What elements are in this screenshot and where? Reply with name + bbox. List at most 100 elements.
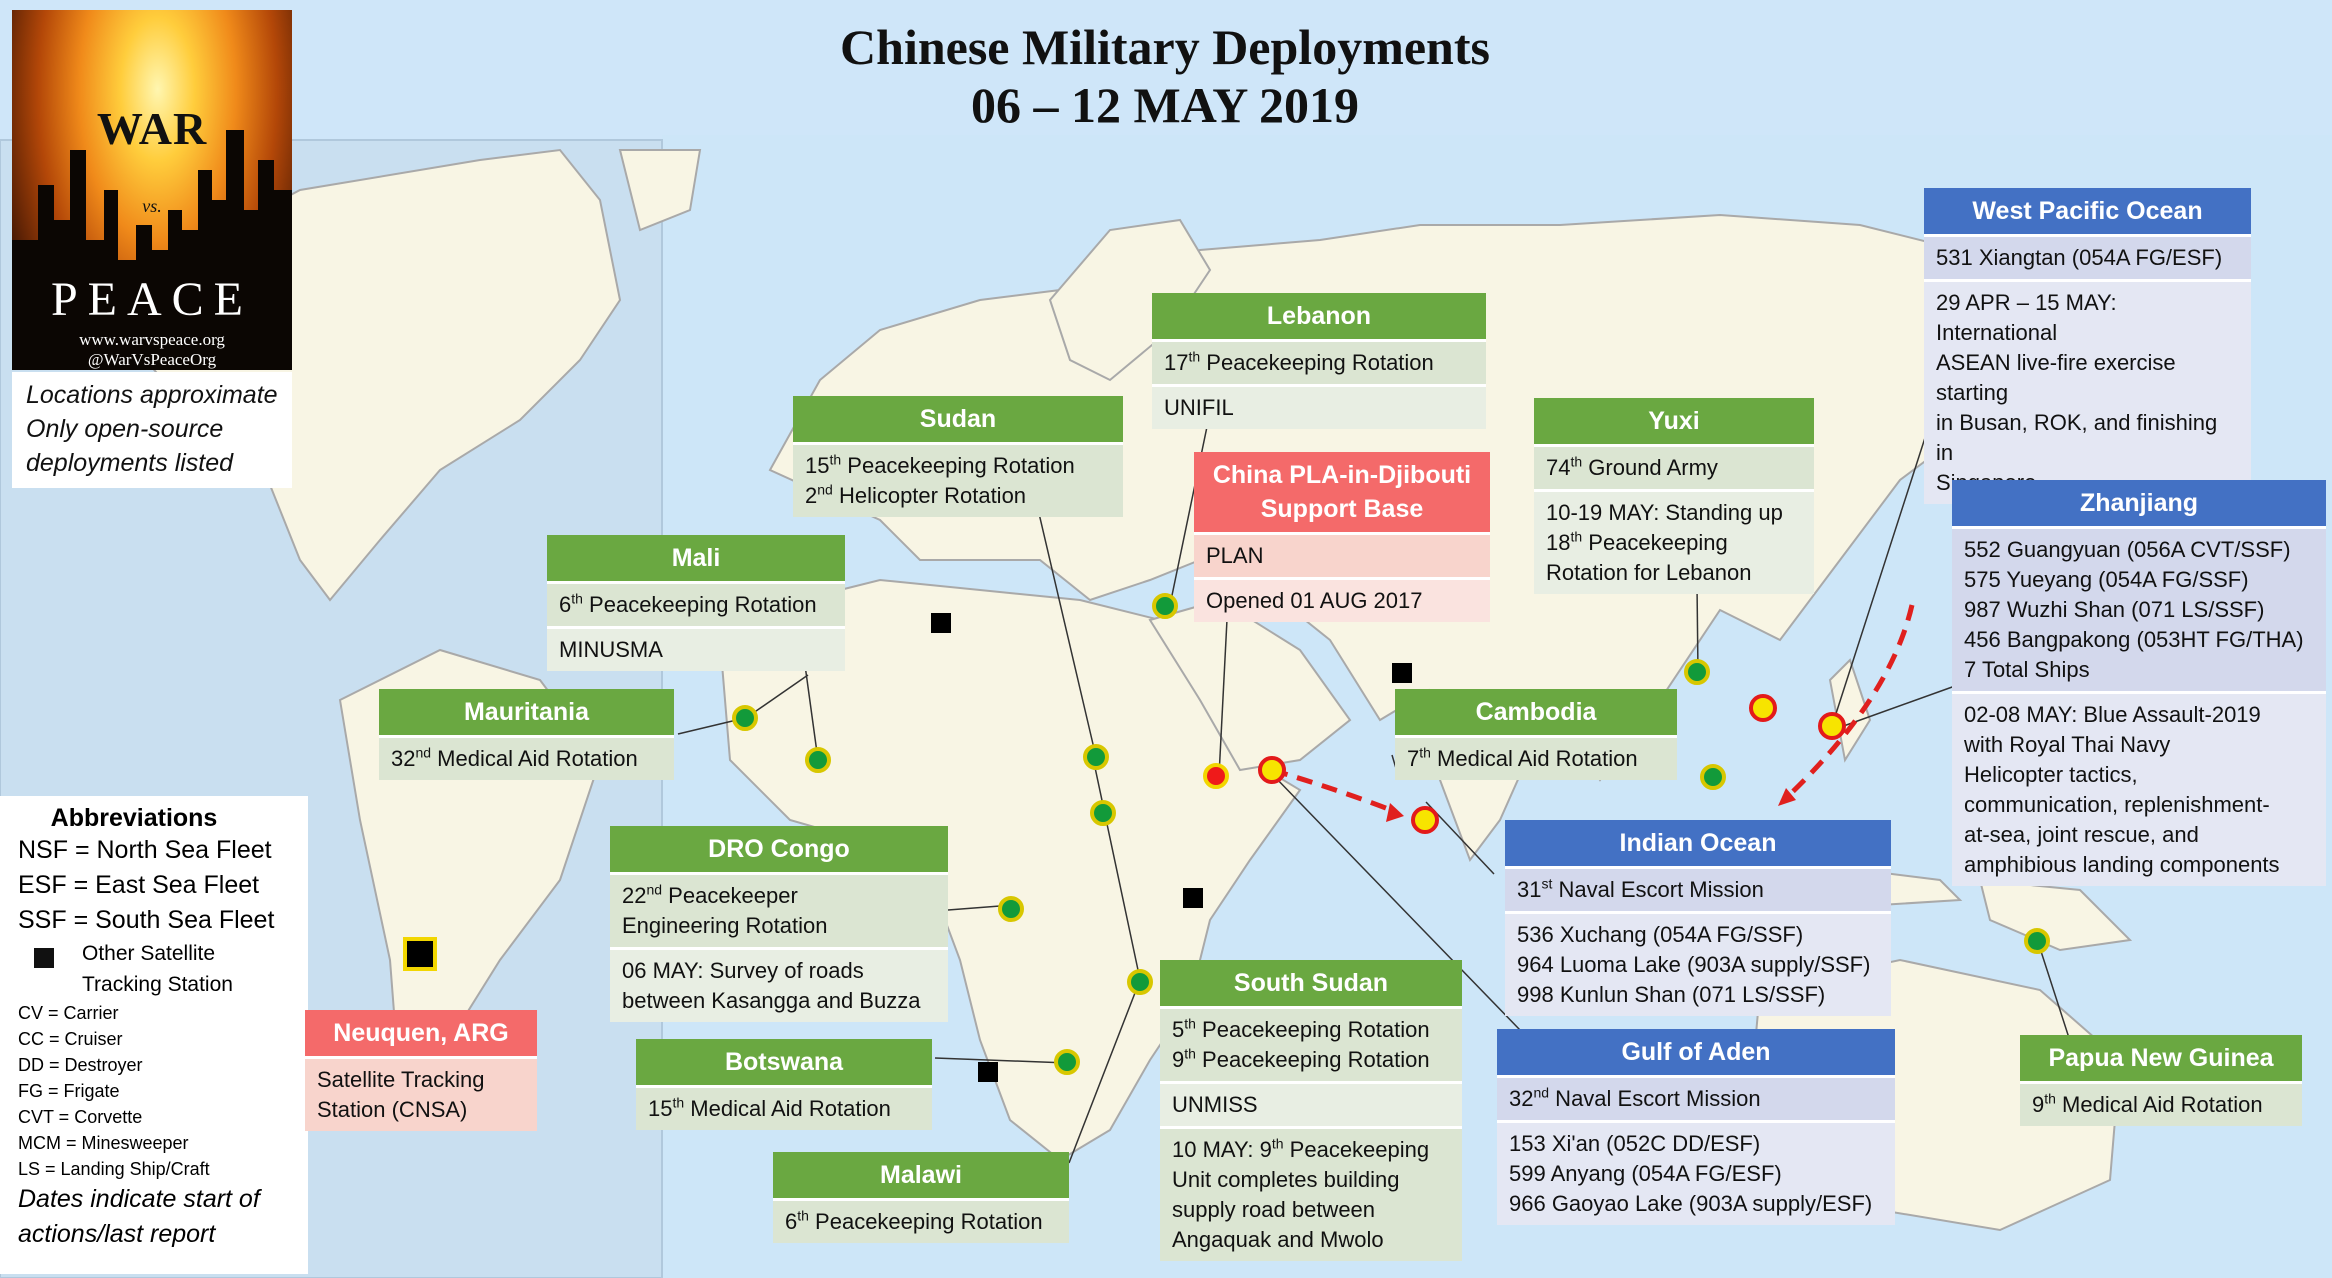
satellite-stations [931, 613, 1412, 1082]
zhanjiang-title: Zhanjiang [1952, 480, 2326, 526]
legend-satellite-line2: Tracking Station [82, 973, 233, 996]
botswana-rotation: 15th Medical Aid Rotation [636, 1085, 932, 1130]
neuquen-station-label: Satellite Tracking Station (CNSA) [305, 1056, 537, 1131]
mali-box: Mali 6th Peacekeeping Rotation MINUSMA [547, 535, 845, 671]
yuxi-unit: 74th Ground Army [1534, 444, 1814, 489]
congo-box: DRO Congo 22nd Peacekeeper Engineering R… [610, 826, 948, 1022]
logo-vs: vs. [142, 196, 162, 216]
lebanon-box: Lebanon 17th Peacekeeping Rotation UNIFI… [1152, 293, 1486, 429]
note-line3: deployments listed [26, 449, 234, 477]
logo-url: www.warvspeace.org [79, 330, 225, 349]
sudan-box: Sudan 15th Peacekeeping Rotation 2nd Hel… [793, 396, 1123, 517]
indian-ocean-title: Indian Ocean [1505, 820, 1891, 866]
yuxi-activity: 10-19 MAY: Standing up 18th Peacekeeping… [1534, 489, 1814, 594]
gulf-of-aden-ships: 153 Xi'an (052C DD/ESF) 599 Anyang (054A… [1497, 1120, 1895, 1225]
logo-handle: @WarVsPeaceOrg [87, 350, 217, 369]
botswana-box: Botswana 15th Medical Aid Rotation [636, 1039, 932, 1130]
south-sudan-activity: 10 MAY: 9th Peacekeeping Unit completes … [1160, 1126, 1462, 1261]
gulf-of-aden-title: Gulf of Aden [1497, 1029, 1895, 1075]
legend-mcm: MCM = Minesweeper [18, 1133, 189, 1153]
neuquen-station [403, 937, 437, 971]
west-pacific-ship: 531 Xiangtan (054A FG/ESF) [1924, 234, 2251, 279]
legend-dates-line2: actions/last report [18, 1220, 216, 1248]
legend-satellite: Other Satellite Tracking Station [0, 938, 308, 1000]
cambodia-box: Cambodia 7th Medical Aid Rotation [1395, 689, 1677, 780]
legend-ssf: SSF = South Sea Fleet [18, 906, 275, 934]
legend-cv: CV = Carrier [18, 1003, 119, 1023]
cambodia-title: Cambodia [1395, 689, 1677, 735]
djibouti-service: PLAN [1194, 532, 1490, 577]
route-wpo-south [1782, 604, 1915, 802]
mali-rotation: 6th Peacekeeping Rotation [547, 581, 845, 626]
south-sudan-rotations: 5th Peacekeeping Rotation 9th Peacekeepi… [1160, 1006, 1462, 1081]
city-skyline-icon [12, 130, 292, 370]
cambodia-rotation: 7th Medical Aid Rotation [1395, 735, 1677, 780]
green-markers [732, 593, 2050, 1075]
naval-markers [1258, 694, 1846, 834]
sudan-rotations: 15th Peacekeeping Rotation 2nd Helicopte… [793, 442, 1123, 517]
logo-peace: PEACE [50, 273, 253, 326]
south-sudan-title: South Sudan [1160, 960, 1462, 1006]
disclaimer-note: Locations approximate Only open-source d… [12, 372, 292, 488]
djibouti-box: China PLA-in-Djibouti Support Base PLAN … [1194, 452, 1490, 622]
new-guinea-land [1978, 878, 2133, 952]
malawi-box: Malawi 6th Peacekeeping Rotation [773, 1152, 1069, 1243]
djibouti-base-marker [1203, 763, 1229, 789]
indian-ocean-box: Indian Ocean 31st Naval Escort Mission 5… [1505, 820, 1891, 1016]
congo-title: DRO Congo [610, 826, 948, 872]
djibouti-opened: Opened 01 AUG 2017 [1194, 577, 1490, 622]
mali-mission: MINUSMA [547, 626, 845, 671]
gulf-of-aden-mission: 32nd Naval Escort Mission [1497, 1075, 1895, 1120]
legend-satellite-line1: Other Satellite [82, 942, 216, 965]
lebanon-rotation: 17th Peacekeeping Rotation [1152, 339, 1486, 384]
mali-title: Mali [547, 535, 845, 581]
route-aden-indian [1271, 767, 1397, 815]
war-vs-peace-logo: WAR vs. PEACE www.warvspeace.org @WarVsP… [12, 10, 292, 370]
zhanjiang-box: Zhanjiang 552 Guangyuan (056A CVT/SSF) 5… [1952, 480, 2326, 886]
mauritania-rotation: 32nd Medical Aid Rotation [379, 735, 674, 780]
legend-dd: DD = Destroyer [18, 1055, 143, 1075]
neuquen-title: Neuquen, ARG [305, 1010, 537, 1056]
djibouti-title: China PLA-in-Djibouti Support Base [1194, 452, 1490, 532]
title-line1: Chinese Military Deployments [840, 19, 1490, 75]
legend-cc: CC = Cruiser [18, 1029, 123, 1049]
logo-war: WAR [96, 103, 208, 154]
legend-esf: ESF = East Sea Fleet [18, 871, 260, 899]
greenland-land [618, 149, 702, 232]
botswana-title: Botswana [636, 1039, 932, 1085]
abbreviations-legend: Abbreviations NSF = North Sea Fleet ESF … [0, 796, 308, 1274]
gulf-of-aden-box: Gulf of Aden 32nd Naval Escort Mission 1… [1497, 1029, 1895, 1225]
legend-fg: FG = Frigate [18, 1081, 120, 1101]
logo-site: www.warvspeace.org @WarVsPeaceOrg [12, 330, 292, 370]
page-title: Chinese Military Deployments 06 – 12 MAY… [600, 18, 1730, 134]
yuxi-title: Yuxi [1534, 398, 1814, 444]
note-line1: Locations approximate [26, 381, 278, 409]
south-sudan-mission: UNMISS [1160, 1081, 1462, 1126]
zhanjiang-exercise: 02-08 MAY: Blue Assault-2019 with Royal … [1952, 691, 2326, 886]
west-pacific-box: West Pacific Ocean 531 Xiangtan (054A FG… [1924, 188, 2251, 504]
mauritania-box: Mauritania 32nd Medical Aid Rotation [379, 689, 674, 780]
sudan-title: Sudan [793, 396, 1123, 442]
south-sudan-box: South Sudan 5th Peacekeeping Rotation 9t… [1160, 960, 1462, 1261]
lebanon-title: Lebanon [1152, 293, 1486, 339]
malawi-rotation: 6th Peacekeeping Rotation [773, 1198, 1069, 1243]
legend-ls: LS = Landing Ship/Craft [18, 1159, 210, 1179]
legend-title: Abbreviations [50, 804, 218, 832]
png-rotation: 9th Medical Aid Rotation [2020, 1081, 2302, 1126]
legend-dates-line1: Dates indicate start of [18, 1185, 260, 1213]
legend-nsf: NSF = North Sea Fleet [18, 836, 272, 864]
congo-rotation: 22nd Peacekeeper Engineering Rotation [610, 872, 948, 947]
zhanjiang-ships: 552 Guangyuan (056A CVT/SSF) 575 Yueyang… [1952, 526, 2326, 691]
satellite-square-icon [34, 948, 54, 968]
note-line2: Only open-source [26, 415, 224, 443]
legend-cvt: CVT = Corvette [18, 1107, 143, 1127]
lebanon-mission: UNIFIL [1152, 384, 1486, 429]
title-line2: 06 – 12 MAY 2019 [971, 77, 1359, 133]
neuquen-box: Neuquen, ARG Satellite Tracking Station … [305, 1010, 537, 1131]
yuxi-box: Yuxi 74th Ground Army 10-19 MAY: Standin… [1534, 398, 1814, 594]
malawi-title: Malawi [773, 1152, 1069, 1198]
mauritania-title: Mauritania [379, 689, 674, 735]
west-pacific-title: West Pacific Ocean [1924, 188, 2251, 234]
indian-ocean-mission: 31st Naval Escort Mission [1505, 866, 1891, 911]
